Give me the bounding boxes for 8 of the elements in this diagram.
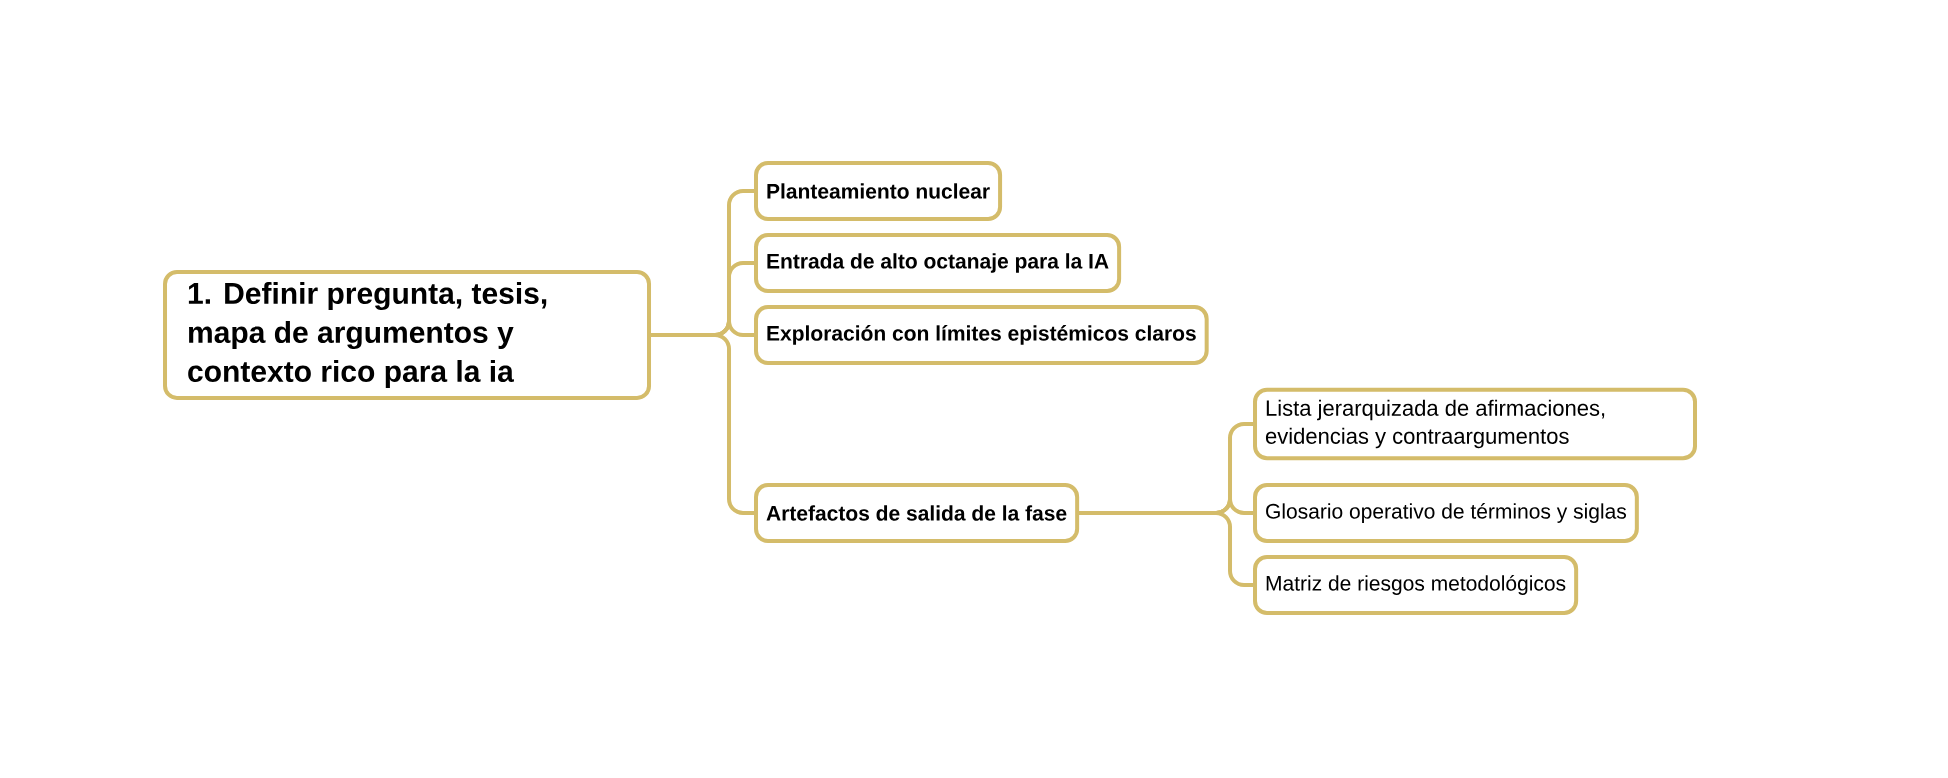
subtopic-box: Exploración con límites epistémicos claros xyxy=(754,305,1209,365)
topic-box: 1. Definir pregunta, tesis, mapa de argumentos y contexto rico para la ia xyxy=(163,270,651,400)
detail-box: Glosario operativo de términos y siglas xyxy=(1253,483,1639,543)
subtopic-box: Planteamiento nuclear xyxy=(754,161,1003,221)
subtopic-box: Entrada de alto octanaje para la IA xyxy=(754,233,1122,293)
detail-box: Matriz de riesgos metodológicos xyxy=(1253,555,1579,615)
detail-box: Lista jerarquizada de afirmaciones, evidencias y contraargumentos xyxy=(1253,387,1697,461)
subtopic-box: Artefactos de salida de la fase xyxy=(754,483,1080,543)
